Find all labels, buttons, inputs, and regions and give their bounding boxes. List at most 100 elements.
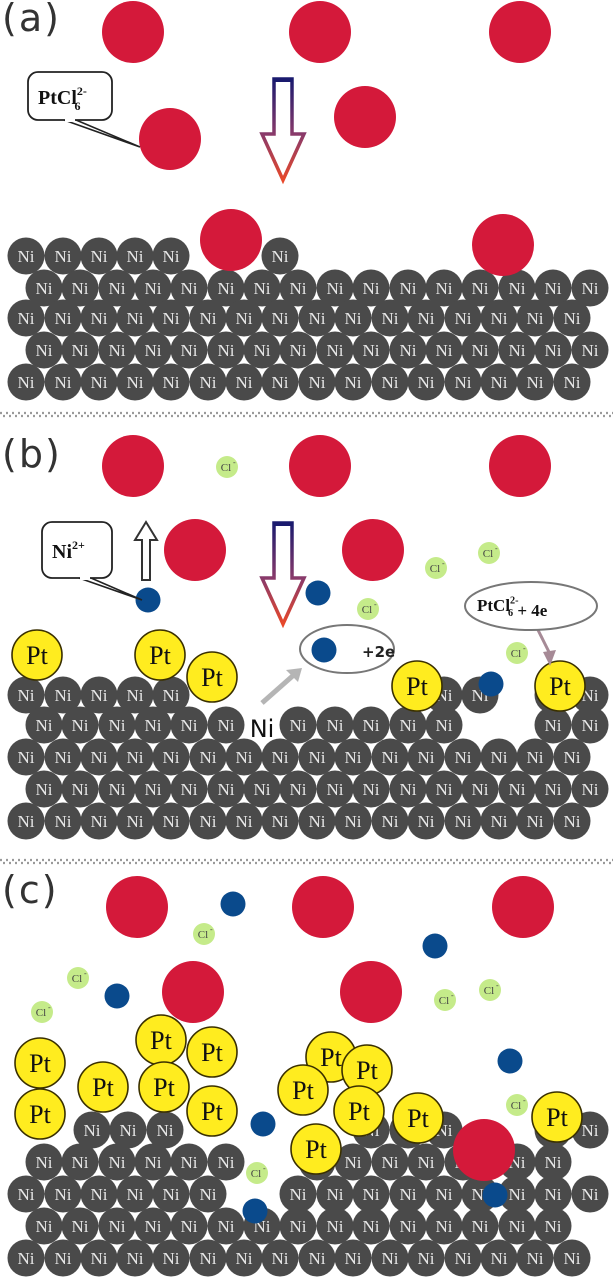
ni-atom: Ni	[334, 1143, 372, 1181]
ni-atom-circle	[61, 331, 99, 369]
ni-atom-circle	[61, 1207, 99, 1245]
ptcl6-ion	[289, 435, 351, 497]
pt-atom-circle	[392, 1092, 444, 1144]
ni-atom-circle	[243, 269, 281, 307]
ni-atom-label: Ni	[272, 373, 289, 392]
ni-atom-circle	[134, 1207, 172, 1245]
ni-atom-label: Ni	[91, 373, 108, 392]
ni-atom: Ni	[225, 299, 263, 337]
ni-atom-circle	[225, 299, 263, 337]
ni-atom: Ni	[61, 1207, 99, 1245]
ni-atom: Ni	[25, 269, 63, 307]
ni-atom: Ni	[389, 770, 427, 808]
ni-atom-label: Ni	[127, 1185, 144, 1204]
ni-atom: Ni	[152, 237, 190, 275]
ni-atom-circle	[170, 770, 208, 808]
cl-ion-label: Cl	[484, 985, 494, 997]
panel-label-c: (c)	[2, 868, 59, 912]
pt-atom: Pt	[391, 660, 443, 712]
ni-atom: Ni	[480, 738, 518, 776]
ni-atom: Ni	[571, 269, 609, 307]
ni-atom-label: Ni	[55, 1185, 72, 1204]
ni-atom-circle	[553, 738, 591, 776]
ni-atom-label: Ni	[491, 812, 508, 831]
ni-atom-label: Ni	[545, 1153, 562, 1172]
cl-ion-charge: -	[451, 991, 454, 1000]
ni-atom-circle	[407, 738, 445, 776]
ni-atom: Ni	[7, 676, 45, 714]
ni-atom-circle	[25, 269, 63, 307]
ni-atom-circle	[7, 363, 45, 401]
pt-atom: Pt	[186, 1026, 238, 1078]
ni-atom: Ni	[152, 802, 190, 840]
ni-atom: Ni	[61, 1143, 99, 1181]
ni-atom-label: Ni	[127, 1249, 144, 1268]
ni-atom-label: Ni	[272, 748, 289, 767]
ni2-ion	[250, 1111, 276, 1137]
ni-atom-circle	[571, 706, 609, 744]
ni-atom-label: Ni	[18, 373, 35, 392]
ni-atom: Ni	[298, 802, 336, 840]
ni-atom: Ni	[61, 269, 99, 307]
ni-atom: Ni	[189, 1175, 227, 1213]
ni-atom-label: Ni	[309, 309, 326, 328]
ptcl6-ion	[200, 209, 262, 271]
ni-atom-label: Ni	[582, 279, 599, 298]
ni-atom: Ni	[334, 738, 372, 776]
cl-ion-charge: -	[374, 600, 377, 609]
ni-atom: Ni	[98, 269, 136, 307]
ptcl6-ion	[139, 108, 201, 170]
ni-atom-circle	[80, 676, 118, 714]
ni-atom-circle	[25, 706, 63, 744]
cl-ion: Cl-	[479, 979, 501, 1001]
ni-atom-label: Ni	[345, 748, 362, 767]
pt-atom-label: Pt	[292, 1076, 314, 1105]
ni-atom: Ni	[261, 802, 299, 840]
cl-ion-circle	[357, 598, 379, 620]
ni-atom-circle	[152, 802, 190, 840]
ni-atom-label: Ni	[400, 341, 417, 360]
pt-atom-circle	[391, 660, 443, 712]
ni-atom-circle	[480, 299, 518, 337]
ni-atom-circle	[152, 237, 190, 275]
ni-atom-label: Ni	[109, 341, 126, 360]
ni-atom-label: Ni	[527, 748, 544, 767]
ni-atom-label: Ni	[55, 686, 72, 705]
pt-atom-label: Pt	[92, 1073, 114, 1102]
ni-atom: Ni	[261, 363, 299, 401]
ni-atom-label: Ni	[145, 1217, 162, 1236]
ni-atom-label: Ni	[72, 1217, 89, 1236]
ni-atom: Ni	[334, 363, 372, 401]
ni-atom-label: Ni	[181, 1153, 198, 1172]
ni-atom: Ni	[116, 363, 154, 401]
ni-atom-circle	[44, 299, 82, 337]
ni-atom-label: Ni	[418, 309, 435, 328]
ni-atom-circle	[534, 770, 572, 808]
ni-atom-label: Ni	[509, 1185, 526, 1204]
ni-atom: Ni	[189, 363, 227, 401]
ni-atom: Ni	[279, 706, 317, 744]
ni-atom-circle	[116, 1175, 154, 1213]
cl-ion-label: Cl	[511, 648, 521, 660]
ni-atom: Ni	[352, 1175, 390, 1213]
ni-atom: Ni	[207, 1143, 245, 1181]
ni-atom-label: Ni	[36, 279, 53, 298]
ni-atom: Ni	[334, 802, 372, 840]
ni-atom-circle	[444, 299, 482, 337]
ni-atom-circle	[444, 1239, 482, 1277]
ni-atom: Ni	[480, 802, 518, 840]
ni-atom-label: Ni	[200, 1185, 217, 1204]
ni-atom: Ni	[80, 802, 118, 840]
ni-atom: Ni	[571, 706, 609, 744]
pt-atom-label: Pt	[29, 1049, 51, 1078]
ni-atom-circle	[261, 237, 299, 275]
cl-ion-label: Cl	[72, 973, 82, 985]
ni-atom-label: Ni	[290, 780, 307, 799]
ni-atom: Ni	[498, 269, 536, 307]
ni-atom-circle	[316, 1207, 354, 1245]
ni-atom: Ni	[553, 738, 591, 776]
ni-atom-label: Ni	[200, 309, 217, 328]
ni-atom: Ni	[516, 802, 554, 840]
ni-atom-circle	[316, 770, 354, 808]
